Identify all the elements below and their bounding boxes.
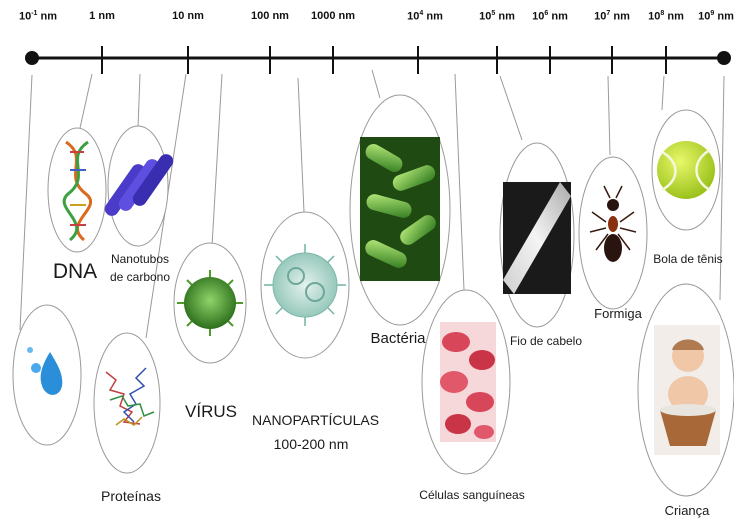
label-crianca: Criança (660, 503, 714, 518)
ant-illustration (579, 157, 647, 309)
hair-strand-illustration (500, 143, 574, 327)
bacteria-illustration (350, 95, 450, 325)
water-drop-illustration (13, 305, 81, 445)
dna-illustration (48, 128, 106, 252)
virus-illustration (174, 243, 246, 363)
child-illustration (638, 284, 734, 496)
label-bola: Bola de tênis (648, 252, 728, 266)
label-bacteria: Bactéria (366, 330, 430, 347)
label-virus: VÍRUS (180, 402, 242, 422)
label-nanotubos: Nanotubos de carbono (100, 250, 180, 286)
label-celulas: Células sanguíneas (418, 488, 526, 502)
label-nanoparticulas: NANOPARTÍCULAS 100-200 nm (252, 408, 370, 456)
label-nanotubos-line2: de carbono (100, 268, 180, 286)
blood-cells-illustration (422, 290, 510, 474)
label-nanotubos-line1: Nanotubos (100, 250, 180, 268)
proteins-illustration (94, 333, 160, 473)
label-nano-line2: 100-200 nm (252, 432, 370, 456)
label-proteinas: Proteínas (96, 488, 166, 504)
tennis-ball-illustration (652, 110, 720, 230)
nanotubes-illustration (102, 126, 176, 246)
scale-axis (25, 46, 731, 74)
label-formiga: Formiga (588, 306, 648, 321)
nanoparticles-illustration (261, 212, 349, 358)
label-cabelo: Fio de cabelo (508, 334, 584, 348)
label-nano-line1: NANOPARTÍCULAS (252, 408, 370, 432)
label-dna: DNA (50, 260, 100, 284)
